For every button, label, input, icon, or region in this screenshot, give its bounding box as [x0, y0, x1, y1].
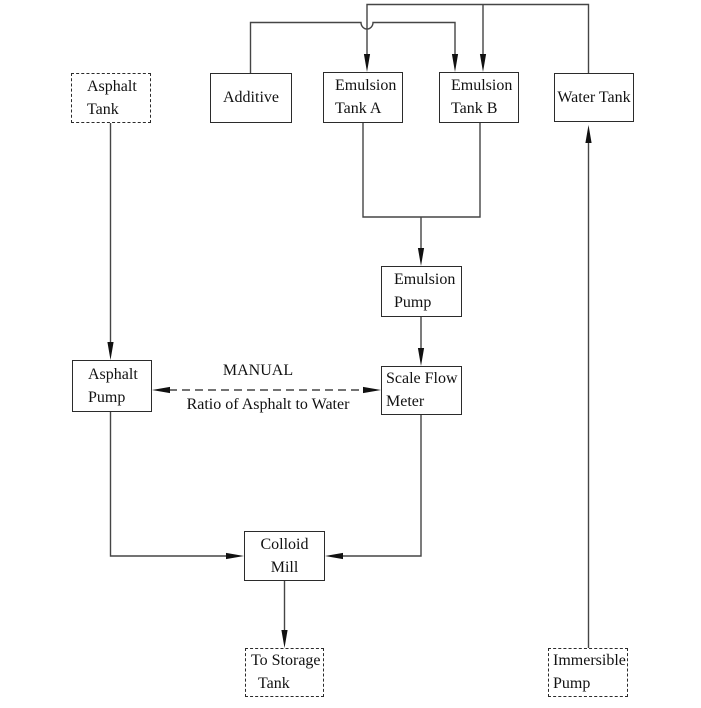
arrowhead-into-water-tank [585, 125, 592, 143]
edge-water-to-tanks [366, 3, 590, 73]
node-water-tank: Water Tank [554, 73, 634, 122]
arrowhead-into-mill-right [325, 552, 343, 560]
node-to-storage-tank: To Storage Tank [245, 648, 324, 697]
node-emulsion-tank-a-line1: Emulsion [335, 77, 397, 94]
edge-asphalt-pump-to-mill [109, 412, 227, 557]
node-to-storage-tank-line2: Tank [258, 675, 290, 692]
edge-tanks-manifold [362, 123, 481, 218]
node-asphalt-tank-line2: Tank [87, 100, 119, 118]
node-scale-flow-meter-line1: Scale Flow [386, 370, 458, 387]
node-colloid-mill-line1: Colloid [260, 535, 309, 553]
node-emulsion-pump: Emulsion Pump [381, 266, 462, 317]
node-colloid-mill: Colloid Mill [244, 531, 325, 581]
node-asphalt-pump-line2: Pump [88, 388, 126, 406]
node-scale-flow-meter: Scale Flow Meter [381, 366, 462, 415]
node-emulsion-pump-line1: Emulsion [394, 271, 456, 288]
node-emulsion-tank-b: Emulsion Tank B [439, 72, 519, 123]
node-emulsion-tank-a-line2: Tank A [335, 100, 382, 117]
ratio-of-asphalt-to-water-label: Ratio of Asphalt to Water [186, 396, 350, 413]
node-emulsion-tank-b-line2: Tank B [451, 100, 498, 117]
arrowhead-manual-right [363, 386, 381, 394]
arrowhead-into-mill-left [226, 552, 244, 560]
manual-label: MANUAL [222, 362, 294, 379]
node-to-storage-tank-line1: To Storage [251, 652, 321, 669]
node-colloid-mill-line2: Mill [270, 558, 299, 576]
arrowhead-into-emulsion-pump [417, 248, 425, 266]
node-immersible-pump-line2: Pump [553, 675, 591, 692]
node-additive-line1: Additive [223, 89, 279, 106]
arrowhead-additive-into-tank-b [451, 54, 459, 72]
node-immersible-pump: Immersible Pump [548, 648, 628, 697]
edge-additive-to-tank-b [249, 21, 456, 73]
node-emulsion-pump-line2: Pump [394, 294, 432, 311]
node-water-tank-line1: Water Tank [557, 88, 631, 106]
node-emulsion-tank-b-line1: Emulsion [451, 77, 513, 94]
arrowhead-water-into-tank-b [479, 54, 487, 72]
arrowhead-into-asphalt-pump [107, 342, 114, 360]
node-asphalt-tank-line1: Asphalt [87, 77, 137, 95]
node-immersible-pump-line1: Immersible [553, 652, 626, 669]
arrowhead-into-storage-tank [281, 630, 288, 648]
edge-meter-to-mill [342, 415, 422, 557]
node-asphalt-pump: Asphalt Pump [72, 360, 152, 412]
node-asphalt-pump-line1: Asphalt [88, 365, 138, 383]
node-emulsion-tank-a: Emulsion Tank A [323, 72, 403, 123]
arrowhead-into-tank-a [363, 54, 371, 72]
node-additive: Additive [210, 73, 292, 123]
node-asphalt-tank: Asphalt Tank [71, 73, 151, 123]
node-scale-flow-meter-line2: Meter [386, 393, 425, 410]
arrowhead-into-scale-flow-meter [417, 348, 425, 366]
arrowhead-manual-left [152, 386, 170, 394]
